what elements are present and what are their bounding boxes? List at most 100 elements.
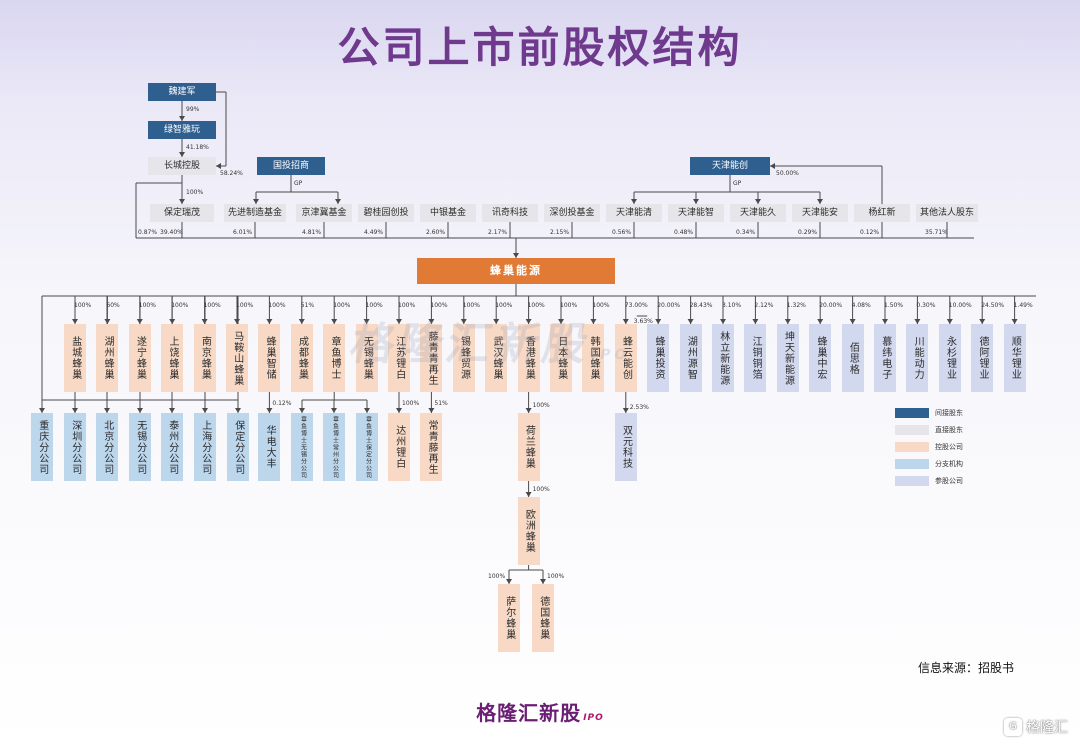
- subsidiary-box: 马鞍山蜂巢: [226, 324, 248, 392]
- subsidiary-box: 上饶蜂巢: [161, 324, 184, 392]
- branch-office-box: 重庆分公司: [31, 413, 53, 481]
- subsidiary-box: 永杉锂业: [938, 324, 961, 392]
- branch-office-box: 深圳分公司: [64, 413, 86, 481]
- arrowhead: [784, 319, 791, 324]
- shareholder-box: 中银基金: [420, 204, 476, 222]
- arrowhead: [493, 319, 500, 324]
- arrowhead: [525, 319, 532, 324]
- subsidiary-box: 无锡蜂巢: [355, 324, 378, 392]
- pct-shuangyuan: 2.53%: [629, 404, 649, 411]
- pct-saer: 100%: [488, 573, 506, 580]
- pct-subsidiary: 100%: [365, 302, 383, 309]
- arrowhead: [540, 579, 546, 584]
- gp-guotou: GP: [294, 180, 303, 187]
- subsidiary-box: 坤天新能源: [776, 324, 799, 392]
- saer-box: 萨尔蜂巢: [498, 584, 520, 652]
- page-title: 公司上市前股权结构: [337, 23, 743, 72]
- arrowhead: [363, 319, 370, 324]
- legend-item: 控股公司: [895, 438, 963, 455]
- shareholder-box: 天津能智: [668, 204, 724, 222]
- pct-wei-lvzhi: 99%: [186, 106, 200, 113]
- octo-branch-box: 章鱼博士无锡分公司: [291, 413, 313, 481]
- branch-office-box: 保定分公司: [227, 413, 249, 481]
- arrowhead: [525, 492, 532, 497]
- subsidiary-box: 江铜铜箔: [744, 324, 767, 392]
- pct-subsidiary: 73.00%: [624, 302, 648, 309]
- pct-subsidiary: 2.12%: [754, 302, 774, 309]
- subsidiary-box: 川能动力: [906, 324, 929, 392]
- shareholder-box: 碧桂园创投: [358, 204, 414, 222]
- pct-subsidiary: 3.10%: [722, 302, 742, 309]
- shareholder-tianjin-nengchuang: 天津能创: [690, 157, 770, 175]
- arrowhead: [179, 199, 185, 204]
- arrowhead: [179, 152, 185, 157]
- legend-swatch: [895, 424, 929, 435]
- branch-office-box: 北京分公司: [96, 413, 118, 481]
- pct-deguo: 100%: [547, 573, 565, 580]
- pct-subsidiary: 100%: [268, 302, 286, 309]
- arrowhead: [235, 408, 241, 413]
- arrowhead: [364, 408, 370, 413]
- arrowhead: [1011, 319, 1018, 324]
- pct-subsidiary: 1.50%: [884, 302, 904, 309]
- changqing-box: 常青藤再生: [420, 413, 443, 481]
- pct-shareholder: 35.71%: [925, 229, 948, 236]
- arrowhead: [428, 408, 435, 413]
- subsidiary-box: 遂宁蜂巢: [128, 324, 151, 392]
- arrowhead: [693, 199, 699, 204]
- pct-changqing: 51%: [434, 400, 448, 407]
- arrowhead: [460, 319, 467, 324]
- legend-item: 参股公司: [895, 472, 963, 489]
- arrowhead: [770, 163, 775, 169]
- subsidiary-box: 林立新能源: [712, 324, 734, 392]
- pct-subsidiary: 24.50%: [981, 302, 1005, 309]
- pct-subsidiary: 100%: [527, 302, 545, 309]
- pct-subsidiary: 100%: [430, 302, 448, 309]
- subsidiary-box: 锡蜂贸源: [452, 324, 475, 392]
- gp-tianjin: GP: [733, 180, 742, 187]
- arrowhead: [755, 199, 761, 204]
- subsidiary-box: 蜂巢投资: [647, 324, 670, 392]
- pct-shareholder: 39.40%: [160, 229, 183, 236]
- octo-branch-box: 章鱼博士常州分公司: [323, 413, 345, 481]
- pct-dazhou: 100%: [402, 400, 420, 407]
- arrowhead: [253, 199, 259, 204]
- subsidiary-box: 蜂巢中宏: [809, 324, 832, 392]
- legend: 间接股东直接股东控股公司分支机构参股公司: [895, 404, 963, 489]
- arrowhead: [687, 319, 694, 324]
- arrowhead: [622, 408, 629, 413]
- subsidiary-box: 湖州蜂巢: [96, 324, 119, 392]
- subsidiary-box: 蜂云能创: [614, 324, 637, 392]
- legend-label: 间接股东: [935, 408, 963, 417]
- pct-subsidiary: 4.08%: [851, 302, 871, 309]
- shareholder-box: 京津冀基金: [296, 204, 352, 222]
- subsidiary-box: 南京蜂巢: [193, 324, 216, 392]
- arrowhead: [506, 579, 512, 584]
- dazhou-box: 达州锂白: [388, 413, 410, 481]
- pct-subsidiary: 1.32%: [786, 302, 806, 309]
- legend-swatch: [895, 441, 929, 452]
- ouzhou-box: 欧洲蜂巢: [517, 497, 540, 565]
- arrowhead: [396, 319, 402, 324]
- subsidiary-box: 江苏锂白: [388, 324, 410, 392]
- arrowhead: [720, 319, 726, 324]
- arrowhead: [631, 199, 637, 204]
- pct-subsidiary: 100%: [495, 302, 513, 309]
- arrowhead: [72, 408, 78, 413]
- pct-shareholder: 2.15%: [550, 229, 570, 236]
- legend-swatch: [895, 475, 929, 486]
- shareholder-guotou: 国投招商: [257, 157, 325, 175]
- arrowhead: [169, 408, 175, 413]
- arrowhead: [137, 408, 143, 413]
- shareholder-box: 讯奇科技: [482, 204, 538, 222]
- subsidiary-box: 藤青青再生: [420, 324, 443, 392]
- subsidiary-box: 湖州源智: [679, 324, 702, 392]
- pct-subsidiary: 100%: [592, 302, 610, 309]
- arrowhead: [979, 319, 986, 324]
- shareholder-box: 保定瑞茂: [150, 204, 214, 222]
- deguo-box: 德国蜂巢: [532, 584, 554, 652]
- shareholder-box: 先进制造基金: [224, 204, 286, 222]
- pct-shareholder: 0.34%: [736, 229, 756, 236]
- octo-branch-box: 章鱼博士保定分公司: [356, 413, 378, 481]
